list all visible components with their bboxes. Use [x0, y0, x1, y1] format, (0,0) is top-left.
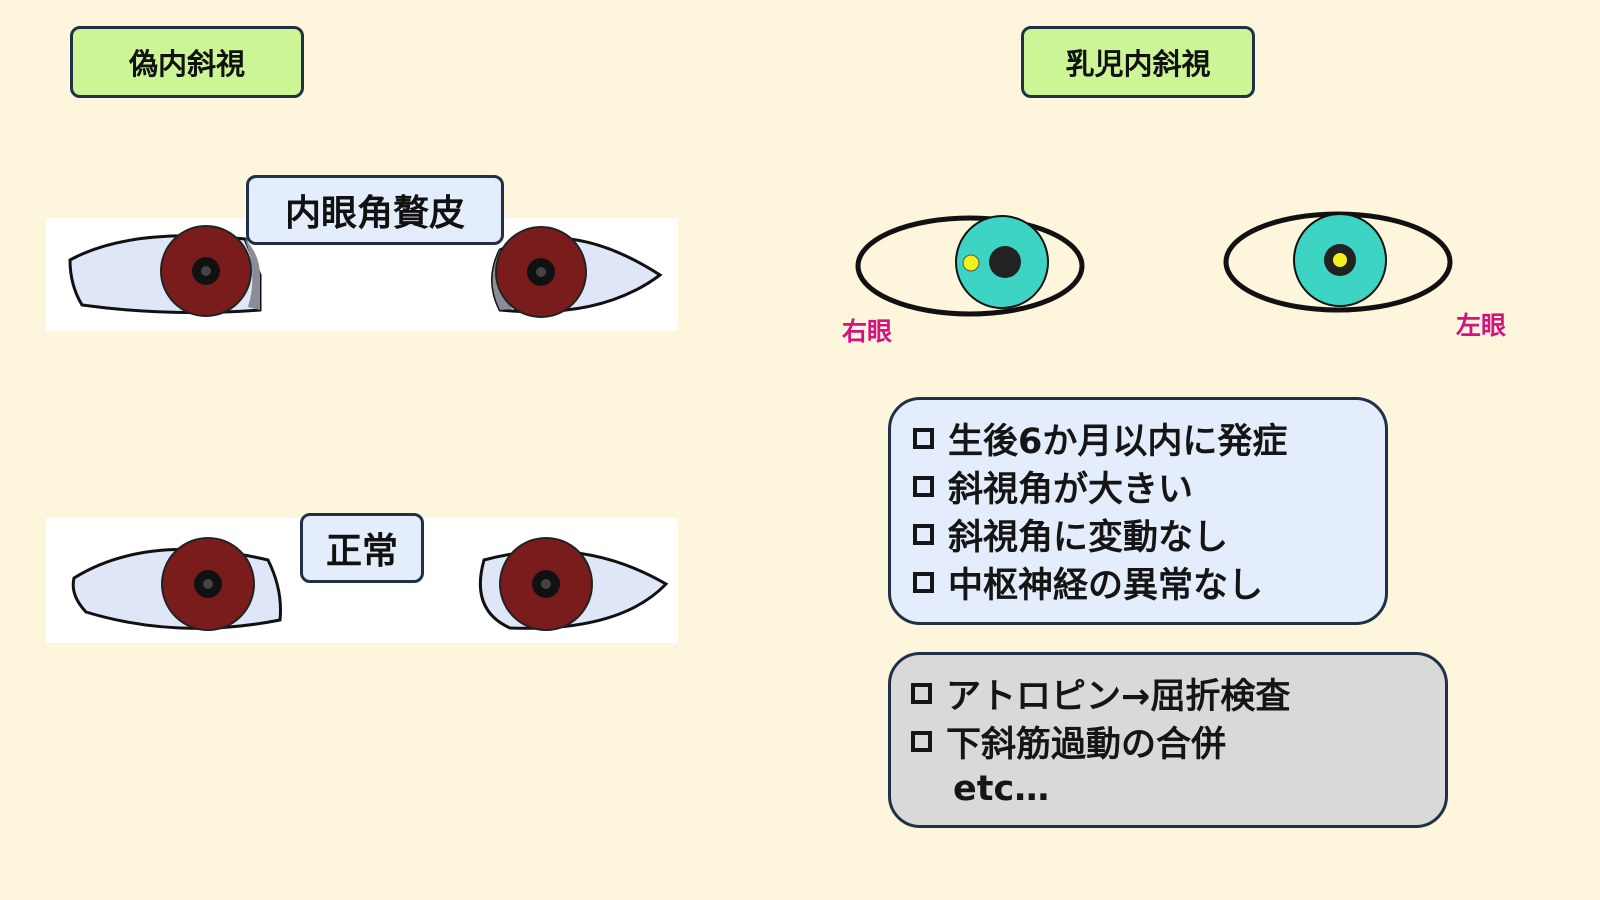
checkbox-icon	[913, 475, 934, 497]
note-text: 下斜筋過動の合併	[946, 724, 1227, 765]
note-etc: etc…	[953, 769, 1050, 809]
epicanthus-label: 内眼角贅皮	[246, 175, 504, 245]
diagnostic-criteria-box: 生後6か月以内に発症 斜視角が大きい 斜視角に変動なし 中枢神経の異常なし	[888, 397, 1388, 625]
normal-left-eye-icon	[478, 537, 669, 631]
note-item: アトロピン→屈折検査	[911, 669, 1425, 717]
criteria-item: 中枢神経の異常なし	[913, 558, 1365, 606]
epicanthus-left-eye-icon	[491, 226, 663, 318]
checkbox-icon	[913, 571, 934, 593]
normal-label: 正常	[300, 513, 424, 583]
pseudo-esotropia-title: 偽内斜視	[70, 26, 304, 98]
infantile-esotropia-title: 乳児内斜視	[1021, 26, 1255, 98]
epicanthus-right-eye-icon	[68, 225, 262, 317]
additional-notes-box: アトロピン→屈折検査 下斜筋過動の合併 etc…	[888, 652, 1448, 828]
checkbox-icon	[913, 523, 934, 545]
checkbox-icon	[913, 427, 934, 449]
left-eye-label: 左眼	[1456, 311, 1507, 340]
note-item: 下斜筋過動の合併	[911, 717, 1425, 765]
right-eye-label: 右眼	[842, 317, 893, 346]
criteria-item: 斜視角に変動なし	[913, 510, 1365, 558]
normal-right-eye-icon	[71, 537, 282, 631]
criteria-text: 斜視角に変動なし	[948, 517, 1229, 558]
criteria-text: 中枢神経の異常なし	[948, 565, 1264, 606]
criteria-text: 生後6か月以内に発症	[948, 421, 1288, 462]
checkbox-icon	[911, 730, 932, 752]
criteria-item: 斜視角が大きい	[913, 462, 1365, 510]
criteria-text: 斜視角が大きい	[948, 469, 1194, 510]
checkbox-icon	[911, 682, 932, 704]
infantile-right-eye-icon	[855, 215, 1085, 317]
note-text: アトロピン→屈折検査	[946, 676, 1291, 717]
infantile-left-eye-icon	[1223, 211, 1453, 313]
criteria-item: 生後6か月以内に発症	[913, 414, 1365, 462]
